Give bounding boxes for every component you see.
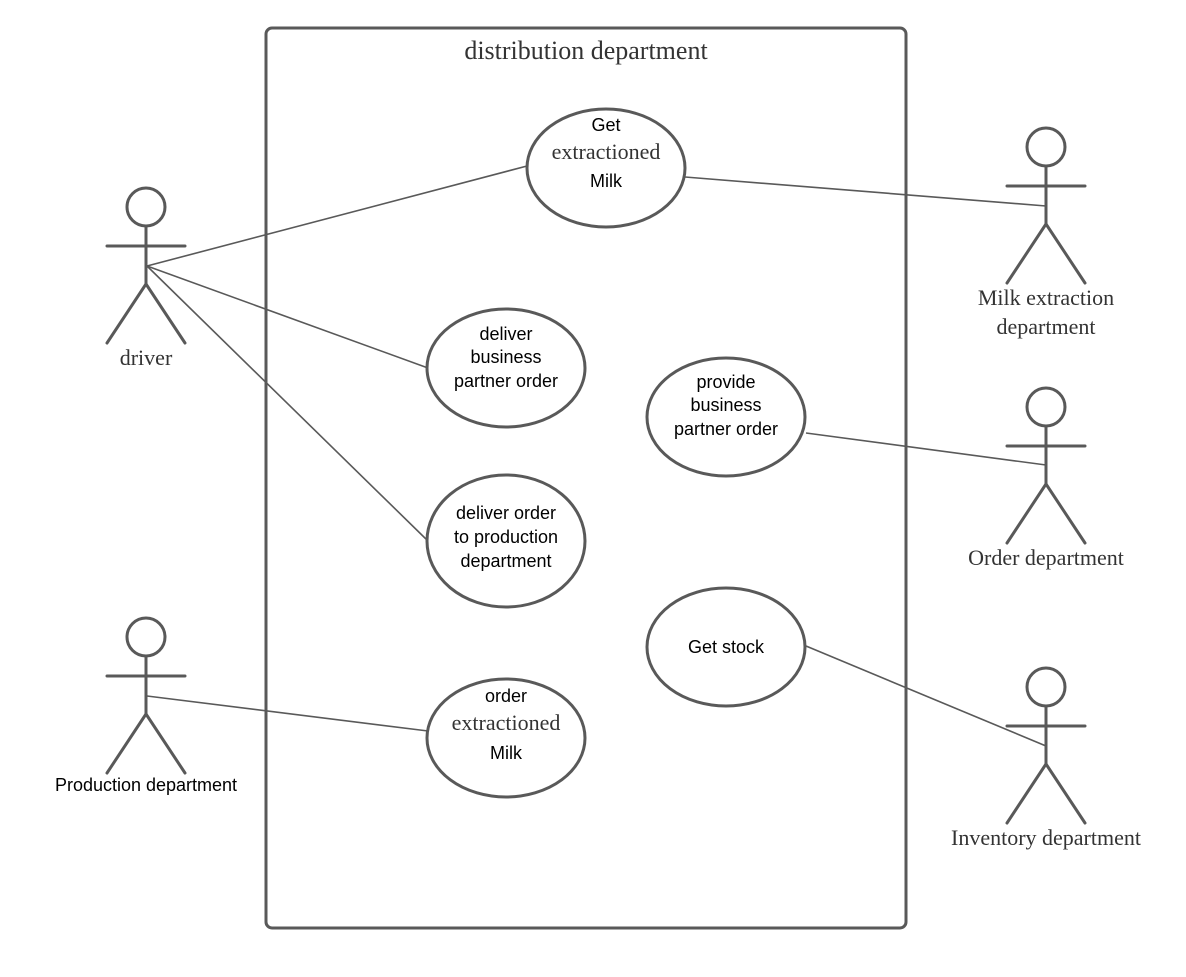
svg-text:to production: to production <box>454 527 558 547</box>
svg-text:business: business <box>690 395 761 415</box>
svg-text:business: business <box>470 347 541 367</box>
actor-label: driver <box>120 345 173 370</box>
assoc-driver-get-milk <box>146 165 528 267</box>
actor-milk-extraction-department: Milk extraction department <box>978 126 1114 339</box>
use-case-provide-business-partner-order: provide business partner order <box>645 356 807 478</box>
svg-text:Get: Get <box>591 115 620 135</box>
actor-label: Milk extraction <box>978 285 1114 310</box>
svg-text:extractioned: extractioned <box>552 139 661 164</box>
actor-label: department <box>997 314 1096 339</box>
svg-text:Milk: Milk <box>490 743 523 763</box>
svg-text:deliver order: deliver order <box>456 503 556 523</box>
assoc-get-milk-milk-extraction <box>684 176 1047 207</box>
assoc-production-order-milk <box>146 695 429 732</box>
svg-text:partner order: partner order <box>454 371 558 391</box>
use-case-deliver-order-to-production: deliver order to production department <box>425 473 587 609</box>
use-case-deliver-business-partner-order: deliver business partner order <box>425 307 587 429</box>
svg-text:partner order: partner order <box>674 419 778 439</box>
actor-label: Order department <box>968 545 1124 570</box>
actor-order-department: Order department <box>968 386 1124 570</box>
svg-text:provide: provide <box>696 372 755 392</box>
use-case-get-extractioned-milk: Get extractioned Milk <box>525 107 687 229</box>
svg-text:order: order <box>485 686 527 706</box>
actor-label: Production department <box>55 775 237 795</box>
assoc-provide-partner-order-dept <box>805 432 1047 466</box>
system-title: distribution department <box>464 36 708 65</box>
assoc-driver-deliver-production <box>146 265 429 542</box>
assoc-driver-deliver-partner <box>146 265 429 369</box>
svg-text:department: department <box>460 551 551 571</box>
actor-driver: driver <box>105 186 187 370</box>
svg-text:Get stock: Get stock <box>688 637 765 657</box>
actor-production-department: Production department <box>55 616 237 795</box>
svg-text:Milk: Milk <box>590 171 623 191</box>
assoc-get-stock-inventory <box>805 645 1047 747</box>
actor-inventory-department: Inventory department <box>951 666 1141 850</box>
use-case-get-stock: Get stock <box>645 586 807 708</box>
use-case-order-extractioned-milk: order extractioned Milk <box>425 677 587 799</box>
actor-label: Inventory department <box>951 825 1141 850</box>
svg-text:extractioned: extractioned <box>452 710 561 735</box>
svg-text:deliver: deliver <box>479 324 532 344</box>
